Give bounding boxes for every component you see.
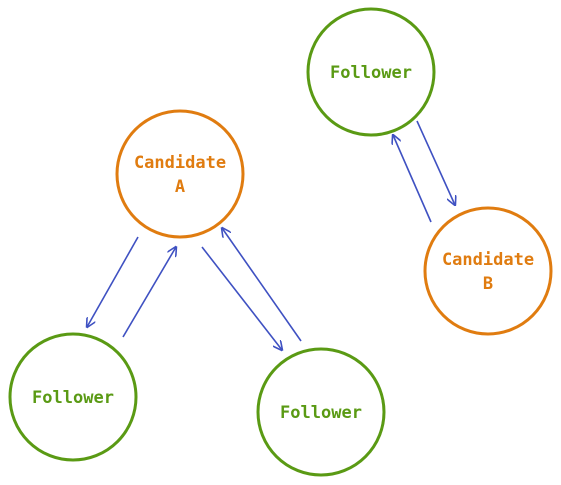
follower-bottom-middle-circle xyxy=(256,347,386,477)
arrow-follower-bottom-middle-to-candidate-a xyxy=(222,228,302,342)
node-follower-top: Follower xyxy=(306,7,436,137)
candidate-a-label-line-1: Candidate xyxy=(134,153,226,173)
candidate-a-circle xyxy=(115,109,245,239)
node-candidate-a: Candidate A xyxy=(115,109,245,239)
follower-bottom-left-circle xyxy=(8,332,138,462)
arrow-candidate-b-to-follower-top xyxy=(393,135,432,223)
node-follower-bottom-left: Follower xyxy=(8,332,138,462)
arrow-follower-top-to-candidate-b xyxy=(416,120,455,205)
candidate-a-label-line-2: A xyxy=(175,177,185,197)
follower-bottom-middle-label: Follower xyxy=(280,403,362,423)
candidate-b-label-line-1: Candidate xyxy=(442,250,534,270)
follower-bottom-left-label: Follower xyxy=(32,388,114,408)
node-candidate-b: Candidate B xyxy=(423,206,553,336)
arrow-follower-bottom-left-to-candidate-a xyxy=(122,247,176,338)
arrow-candidate-a-to-follower-bottom-left xyxy=(87,236,139,327)
candidate-b-circle xyxy=(423,206,553,336)
follower-top-label: Follower xyxy=(330,63,412,83)
candidate-b-label-line-2: B xyxy=(483,274,493,294)
follower-top-circle xyxy=(306,7,436,137)
arrow-candidate-a-to-follower-bottom-middle xyxy=(201,246,282,350)
node-follower-bottom-middle: Follower xyxy=(256,347,386,477)
edges-group xyxy=(87,120,455,350)
